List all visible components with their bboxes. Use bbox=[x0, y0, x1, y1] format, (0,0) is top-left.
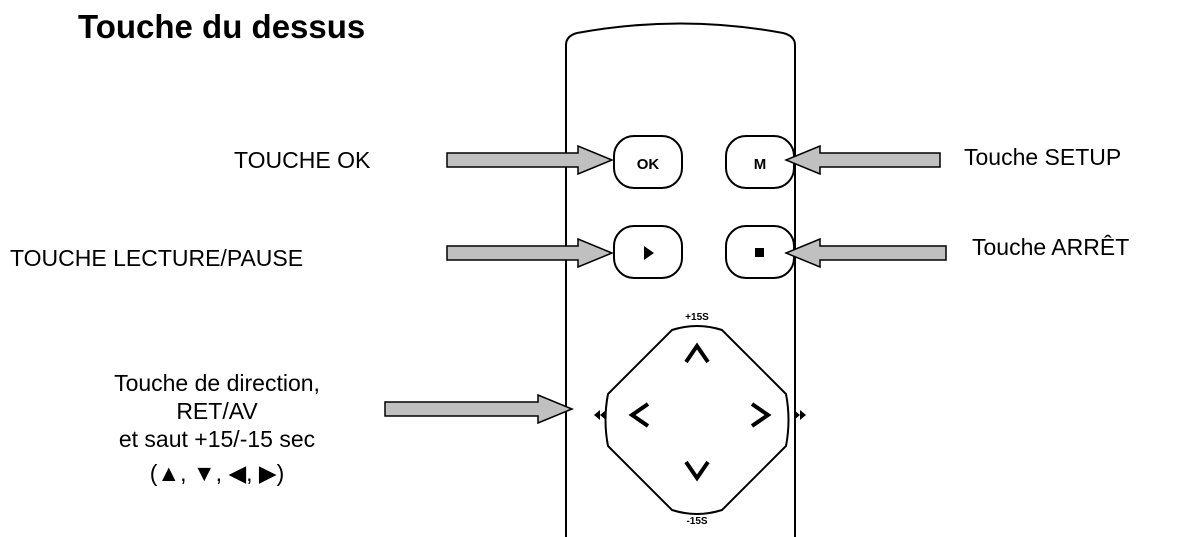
play-pause-button[interactable] bbox=[613, 225, 683, 279]
remote-body bbox=[565, 22, 796, 537]
direction-label: Touche de direction, RET/AV et saut +15/… bbox=[67, 369, 367, 487]
chevron-down-icon[interactable] bbox=[684, 460, 710, 482]
stop-button[interactable] bbox=[725, 225, 795, 279]
stop-callout-arrow bbox=[784, 237, 947, 269]
direction-label-line-2: RET/AV bbox=[176, 398, 258, 424]
stop-icon bbox=[755, 248, 764, 257]
chevron-left-icon[interactable] bbox=[628, 402, 650, 428]
direction-pad[interactable] bbox=[604, 325, 790, 515]
play-pause-callout-arrow bbox=[446, 237, 614, 269]
chevron-right-icon[interactable] bbox=[750, 402, 772, 428]
skip-forward-label: +15S bbox=[685, 312, 709, 323]
direction-callout-arrow bbox=[384, 393, 574, 425]
setup-label: Touche SETUP bbox=[964, 144, 1122, 170]
page-title: Touche du dessus bbox=[78, 8, 366, 45]
ok-callout-arrow bbox=[446, 144, 614, 176]
direction-label-line-4: (▲, ▼, ◀, ▶) bbox=[149, 460, 285, 486]
direction-label-line-3: et saut +15/-15 sec bbox=[118, 426, 316, 452]
rewind-icon bbox=[594, 410, 606, 420]
skip-back-label: -15S bbox=[686, 516, 707, 527]
setup-button-label: M bbox=[754, 156, 767, 173]
setup-callout-arrow bbox=[784, 144, 941, 176]
direction-label-line-1: Touche de direction, bbox=[114, 370, 320, 396]
ok-button[interactable]: OK bbox=[613, 135, 683, 189]
chevron-up-icon[interactable] bbox=[684, 342, 710, 364]
stop-label: Touche ARRÊT bbox=[972, 234, 1130, 260]
play-pause-label: TOUCHE LECTURE/PAUSE bbox=[10, 245, 304, 271]
fast-forward-icon bbox=[794, 410, 806, 420]
ok-label: TOUCHE OK bbox=[234, 147, 371, 173]
setup-button[interactable]: M bbox=[725, 135, 795, 189]
ok-button-label: OK bbox=[637, 156, 660, 173]
play-icon bbox=[644, 246, 654, 260]
